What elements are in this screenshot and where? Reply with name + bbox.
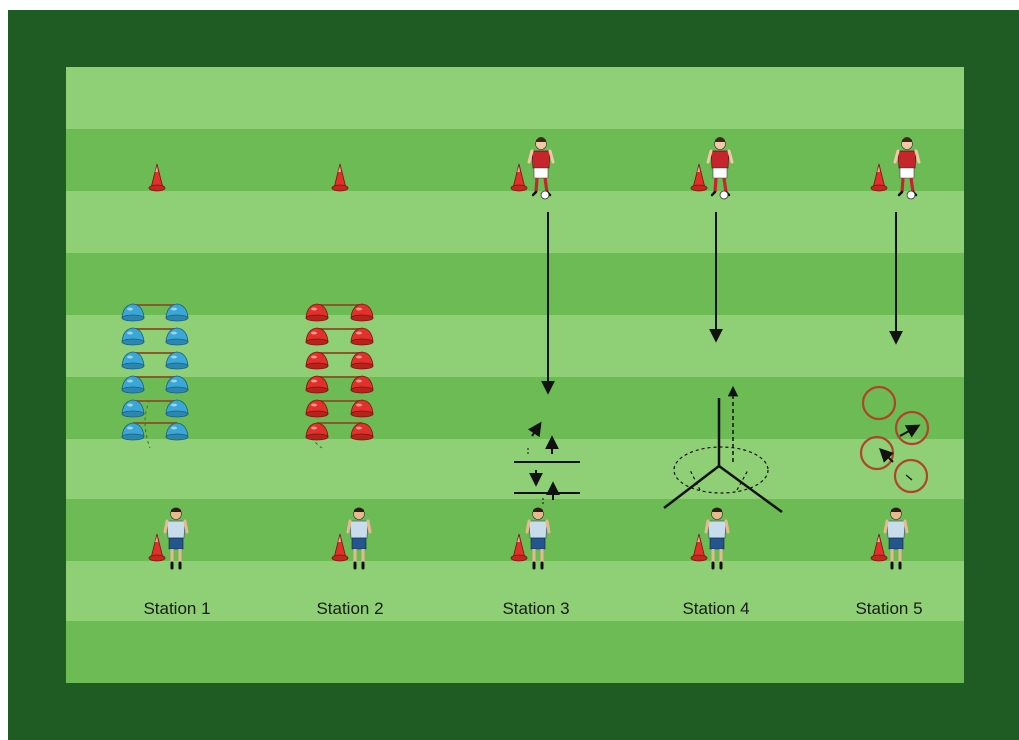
station-1-label: Station 1 — [143, 599, 210, 618]
station-5-hop-arrows — [879, 424, 921, 481]
station-4-star-pattern — [663, 385, 783, 514]
station-3-line-hops — [514, 421, 580, 506]
pitch-stripes — [66, 67, 964, 683]
station-2-label: Station 2 — [316, 599, 383, 618]
station-3-label: Station 3 — [502, 599, 569, 618]
station-4-label: Station 4 — [682, 599, 749, 618]
station-1-ladder — [121, 303, 189, 449]
station-2-ladder — [305, 303, 374, 449]
station-5-label: Station 5 — [855, 599, 922, 618]
